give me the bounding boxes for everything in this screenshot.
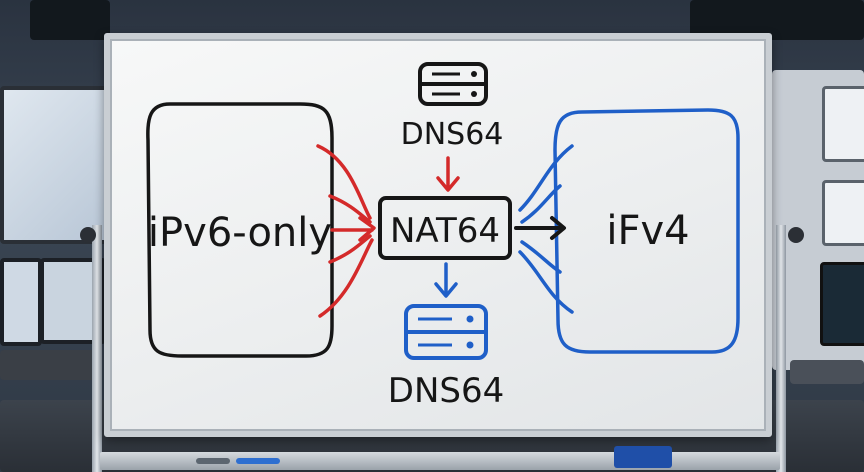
arrow-nat64-to-dns64 xyxy=(434,262,458,298)
server-icon xyxy=(404,304,488,360)
background-monitor-right xyxy=(820,262,864,346)
left-network-box xyxy=(146,102,334,358)
top-server-label: DNS64 xyxy=(401,117,504,152)
marker-gray xyxy=(196,458,230,464)
whiteboard xyxy=(104,33,772,437)
background-desk-left xyxy=(0,350,100,380)
stand-leg-right xyxy=(776,225,786,472)
background-panel-right-2 xyxy=(822,180,864,246)
stand-knob-right xyxy=(788,227,804,243)
blue-lines-nat64-to-ipv4 xyxy=(518,144,574,314)
arrow-nat64-to-ipv4 xyxy=(514,216,566,240)
arrow-dns64-to-nat64 xyxy=(436,156,460,192)
stand-knob-left xyxy=(80,227,96,243)
marker-tray xyxy=(100,452,780,470)
right-network-box xyxy=(553,108,740,354)
left-box-label: iPv6-only xyxy=(148,210,332,256)
background-screen-left xyxy=(0,86,114,244)
nat64-box xyxy=(378,196,512,260)
background-monitor-top-left xyxy=(30,0,110,40)
red-arrows-ipv6-to-nat64 xyxy=(316,144,376,318)
nat64-label: NAT64 xyxy=(390,211,500,251)
marker-blue xyxy=(236,458,280,464)
right-box-label: iFv4 xyxy=(606,208,689,254)
server-icon xyxy=(418,62,488,106)
stand-leg-left xyxy=(92,225,102,472)
eraser xyxy=(614,446,672,468)
background-desk-right xyxy=(790,360,864,384)
bottom-server-label: DNS64 xyxy=(388,371,504,411)
background-panel-right-1 xyxy=(822,86,864,162)
